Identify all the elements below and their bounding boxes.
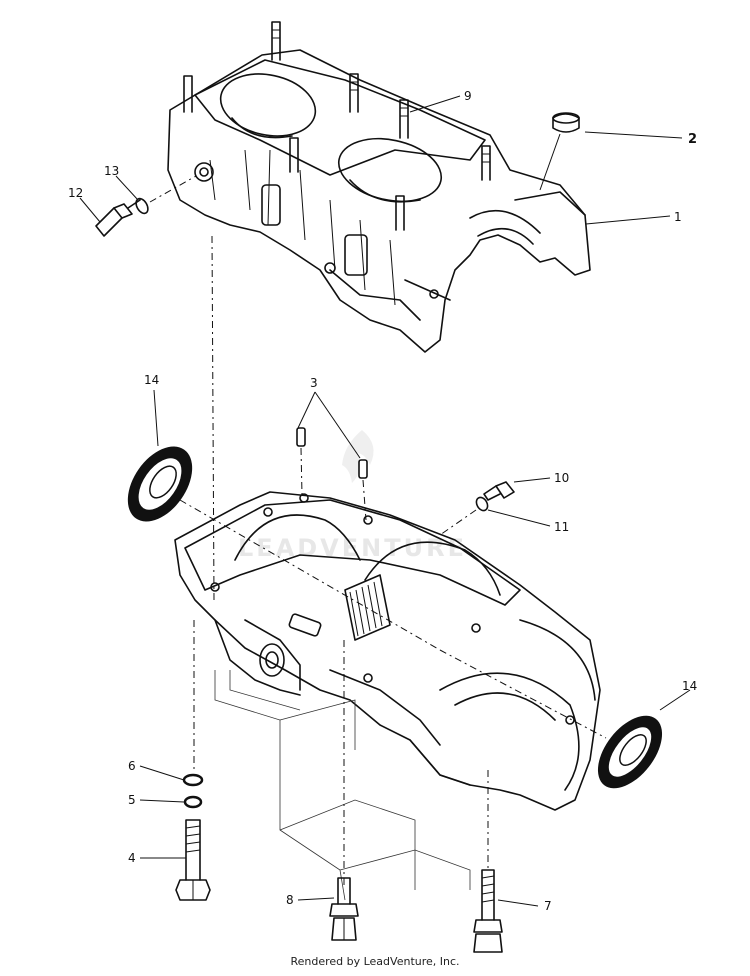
cylinder-studs [183, 21, 491, 231]
leadventure-watermark: LEADVENTURE [238, 430, 467, 562]
callout-9: 9 [464, 89, 472, 103]
centerline-fitting [149, 175, 197, 203]
lower-crankcase [174, 491, 601, 811]
callout-5: 5 [128, 793, 136, 807]
upper-crankcase [167, 21, 591, 353]
centerline-crank-left [179, 499, 441, 651]
part-8-stud-nut [329, 877, 359, 941]
part-11-washer [475, 496, 489, 512]
part-7-bolt [473, 869, 503, 953]
part-14-seal-left [127, 446, 193, 522]
callout-11: 11 [554, 520, 569, 534]
part-4-bolt [175, 819, 211, 901]
callout-7: 7 [544, 899, 552, 913]
footer-credit: Rendered by LeadVenture, Inc. [290, 955, 460, 968]
callout-6: 6 [128, 759, 136, 773]
watermark-text: LEADVENTURE [238, 534, 467, 562]
part-5-lock-washer [183, 795, 203, 809]
callout-12: 12 [68, 186, 83, 200]
part-10-bolt [483, 481, 515, 501]
centerline-part10 [439, 509, 477, 536]
part-14-seal-right [597, 715, 663, 789]
centerline-left-bolt [211, 235, 215, 601]
crank-gear [344, 574, 391, 641]
part-2-plug [539, 112, 580, 191]
callout-14-right: 14 [682, 679, 697, 693]
centerline-crank-right [439, 649, 607, 739]
part-3-dowel-pins [296, 427, 368, 521]
part-13-washer [135, 197, 149, 215]
part-12-fitting [95, 199, 141, 237]
leader-lines [79, 95, 691, 907]
callout-labels: 1 2 3 4 5 6 7 8 9 10 11 12 13 14 14 [68, 89, 697, 913]
callout-1: 1 [674, 210, 682, 224]
callout-4: 4 [128, 851, 136, 865]
callout-10: 10 [554, 471, 569, 485]
phantom-support-boxes [214, 670, 471, 901]
part-6-washer [182, 773, 204, 787]
callout-13: 13 [104, 164, 119, 178]
callout-8: 8 [286, 893, 294, 907]
callout-3: 3 [310, 376, 318, 390]
callout-14-left: 14 [144, 373, 159, 387]
callout-2: 2 [688, 132, 697, 147]
